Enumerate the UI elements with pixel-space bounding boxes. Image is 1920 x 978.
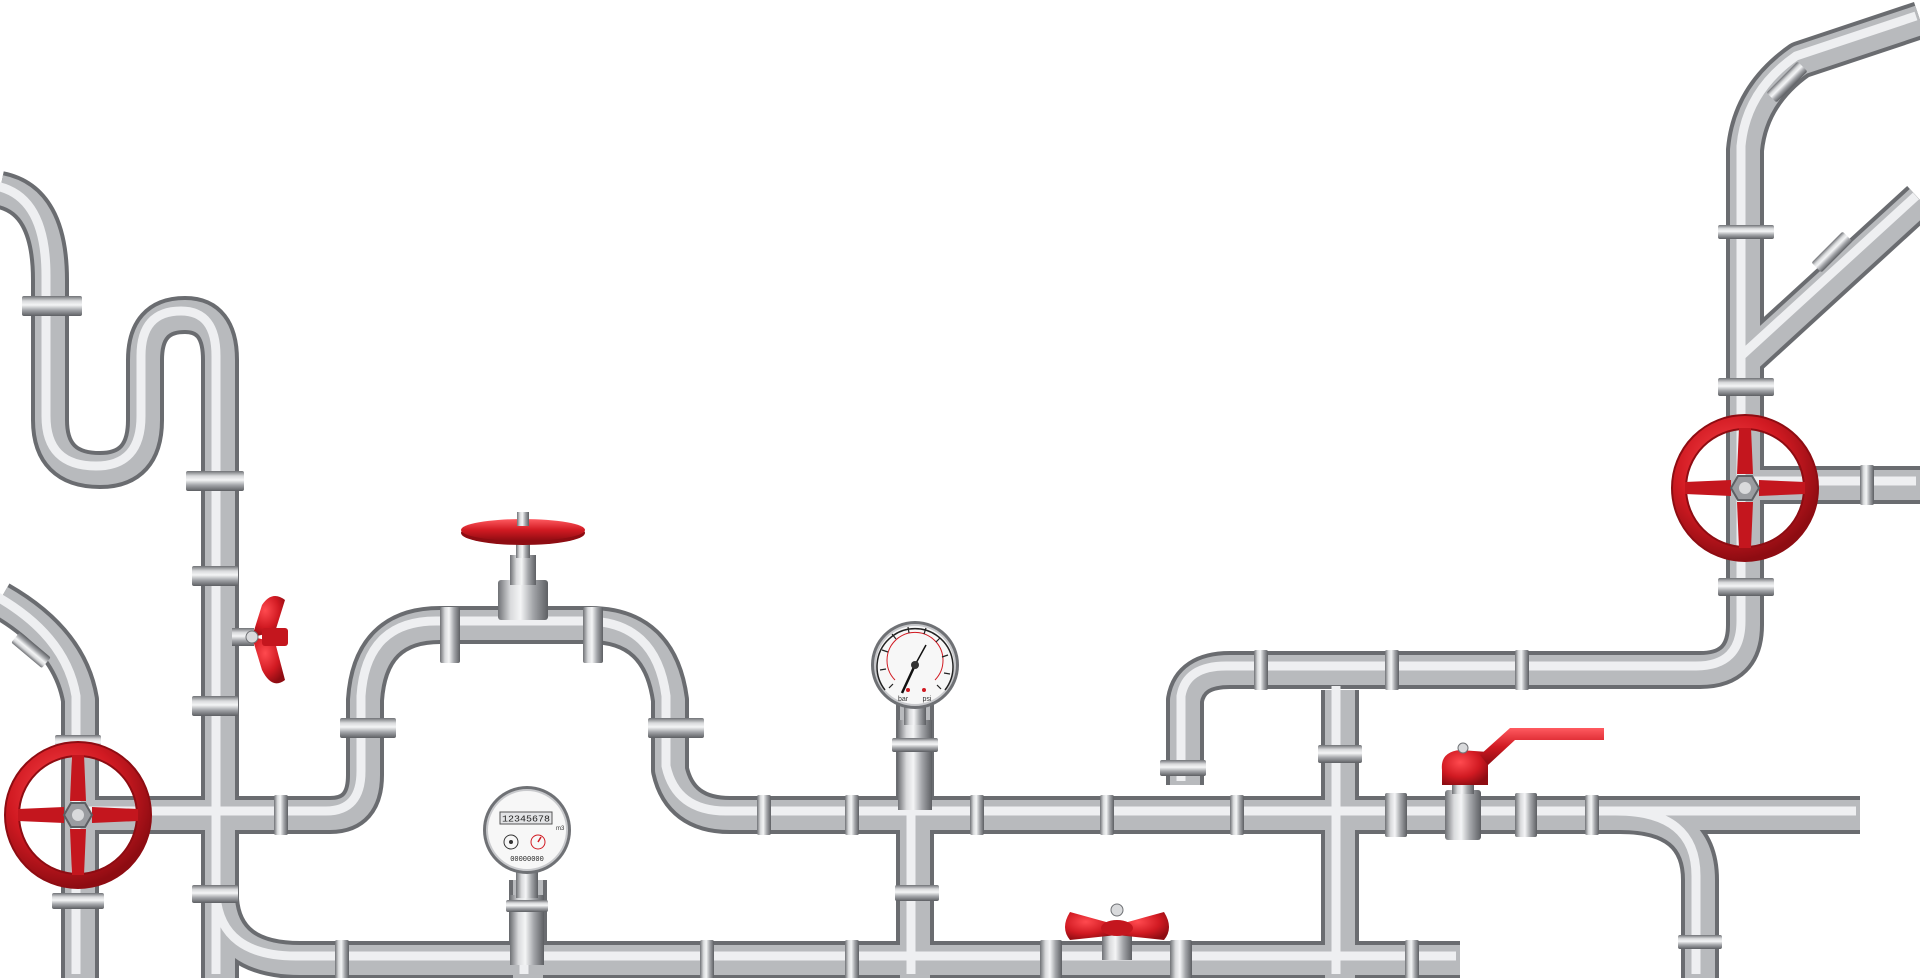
meter-counter: 00000000	[510, 856, 544, 864]
pipe-couplings	[11, 62, 1874, 978]
gate-valve-top[interactable]	[461, 512, 585, 620]
gauge-unit-bar: bar	[898, 696, 909, 703]
hand-wheel-valve-right[interactable]	[1671, 414, 1819, 562]
gauge-unit-psi: psi	[923, 696, 932, 703]
meter-unit: m3	[556, 826, 565, 832]
hand-wheel-valve-left[interactable]	[4, 741, 152, 889]
butterfly-valve-left[interactable]	[232, 596, 288, 684]
pressure-gauge: bar psi	[871, 621, 959, 810]
meter-odometer: 12345678	[502, 815, 550, 825]
butterfly-valve-bottom[interactable]	[1065, 903, 1169, 960]
lever-ball-valve[interactable]	[1441, 728, 1604, 840]
water-meter: 12345678 m3 00000000	[483, 786, 571, 965]
